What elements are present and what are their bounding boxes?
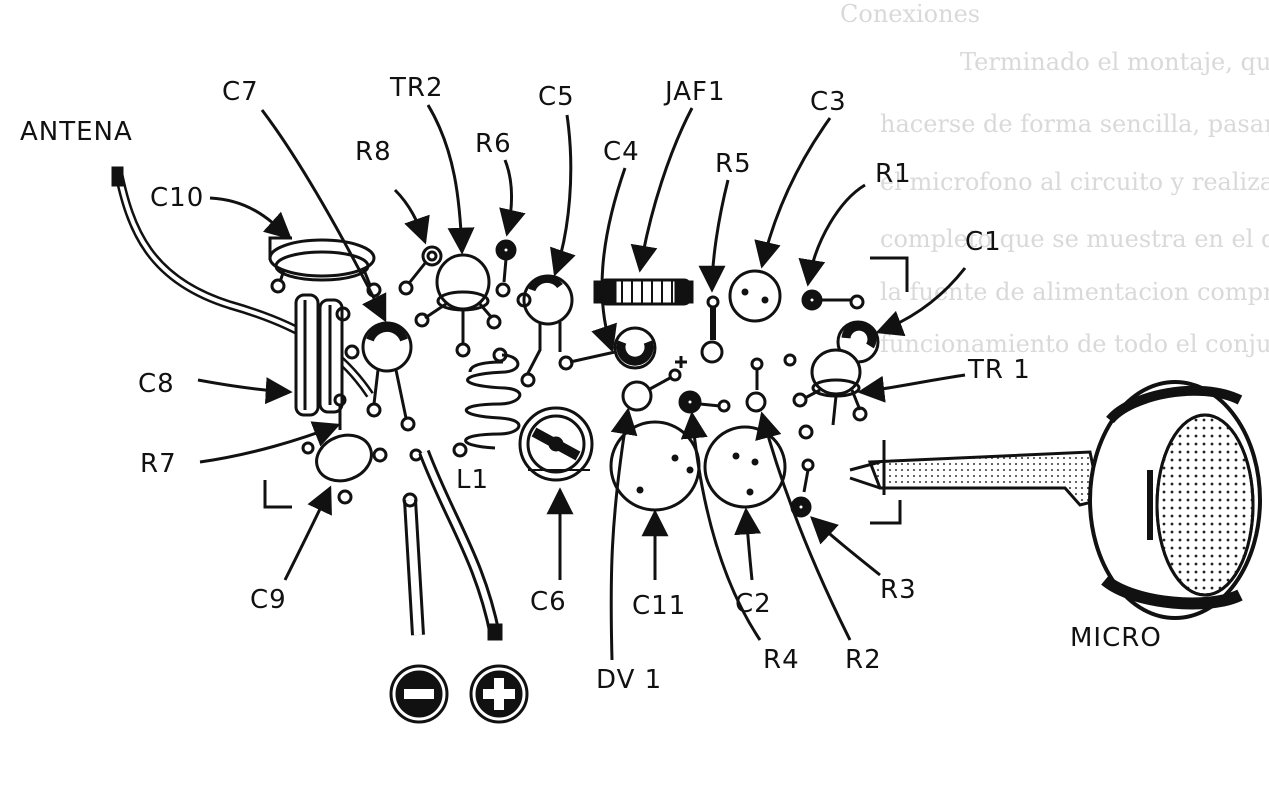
r2-resistor — [745, 357, 767, 413]
leader-lines — [197, 104, 967, 661]
label-r1: R1 — [875, 159, 912, 189]
c10-capacitor — [268, 238, 382, 298]
antenna-tip — [111, 166, 124, 187]
positive-lead — [418, 449, 503, 641]
label-r4: R4 — [763, 645, 800, 675]
background-bleed-text: Conexiones Terminado el montaje, que en … — [840, 0, 1269, 358]
bg-line-5: la fuente de alimentacion comprobando el… — [880, 278, 1269, 306]
leader-tr2 — [426, 104, 475, 255]
leader-r5 — [698, 179, 730, 293]
leader-c9 — [283, 485, 332, 581]
leader-c4 — [591, 167, 627, 353]
leader-dv1 — [609, 407, 638, 661]
r3-resistor — [790, 458, 815, 518]
component-labels: ANTENA C10 C7 R8 TR2 R6 C5 C4 JAF1 R5 C3… — [20, 73, 1162, 695]
bg-line-4: completo que se muestra en el dibujo y c… — [880, 225, 1269, 253]
leader-jaf1 — [630, 107, 694, 273]
leader-r2 — [755, 411, 852, 641]
r1-resistor — [801, 289, 865, 311]
leader-r7 — [199, 421, 341, 464]
c5-capacitor — [516, 274, 574, 388]
tr1-transistor — [783, 348, 868, 440]
label-r7: R7 — [140, 449, 177, 479]
leader-r6 — [499, 159, 526, 237]
leader-r8 — [393, 188, 430, 245]
label-r5: R5 — [715, 149, 752, 179]
bg-line-1: Terminado el montaje, que en dos palabra… — [960, 48, 1269, 76]
c7-capacitor — [361, 321, 416, 432]
label-c5: C5 — [538, 82, 575, 112]
c8-capacitor — [294, 293, 360, 417]
positive-terminal-icon — [469, 664, 529, 724]
label-c9: C9 — [250, 585, 287, 615]
label-r6: R6 — [475, 129, 512, 159]
label-r2: R2 — [845, 645, 882, 675]
leader-c3 — [754, 117, 832, 269]
label-r3: R3 — [880, 575, 917, 605]
leader-r3 — [810, 516, 881, 577]
c4-capacitor — [558, 326, 657, 371]
r4-resistor — [678, 390, 731, 414]
r8-resistor — [398, 245, 443, 296]
board-corner-br — [870, 500, 902, 525]
label-antena: ANTENA — [20, 117, 133, 147]
label-r8: R8 — [355, 137, 392, 167]
leader-c7 — [260, 109, 387, 323]
bg-line-6: funcionamiento de todo el conjunto, etc.… — [880, 330, 1269, 358]
label-dv1: DV 1 — [596, 665, 662, 695]
circuit-board — [111, 166, 1262, 724]
label-c8: C8 — [138, 369, 175, 399]
c6-trimmer-capacitor — [518, 406, 594, 482]
label-tr1: TR 1 — [967, 355, 1031, 385]
label-l1: L1 — [456, 465, 489, 495]
label-c10: C10 — [150, 183, 204, 213]
leader-c1 — [875, 267, 967, 337]
label-tr2: TR2 — [389, 73, 444, 103]
leader-c5 — [550, 114, 576, 277]
label-c4: C4 — [603, 137, 640, 167]
label-micro: MICRO — [1070, 623, 1162, 653]
leader-r1 — [798, 183, 866, 287]
bg-line-2: hacerse de forma sencilla, pasamos a con… — [880, 110, 1269, 138]
leader-c8 — [197, 377, 293, 405]
jaf1-choke — [593, 278, 694, 306]
c2-capacitor — [703, 425, 787, 509]
c9-capacitor — [301, 433, 388, 505]
tr2-transistor — [414, 253, 502, 358]
microphone — [849, 380, 1262, 620]
label-c11: C11 — [632, 591, 686, 621]
label-c2: C2 — [735, 589, 772, 619]
leader-r4 — [680, 411, 762, 641]
l1-coil — [452, 347, 522, 458]
leader-c2 — [734, 507, 762, 581]
negative-lead — [402, 492, 425, 636]
label-c1: C1 — [965, 227, 1002, 257]
bg-line-3: el microfono al circuito y realizar el m… — [880, 168, 1269, 196]
label-jaf1: JAF1 — [663, 77, 726, 107]
r6-resistor — [495, 239, 517, 298]
leader-tr1 — [857, 373, 966, 403]
board-corner-bl — [263, 480, 292, 509]
negative-terminal-icon — [389, 664, 449, 724]
c3-capacitor — [728, 269, 782, 323]
r5-resistor — [700, 295, 724, 364]
label-c7: C7 — [222, 77, 259, 107]
label-c3: C3 — [810, 87, 847, 117]
label-c6: C6 — [530, 587, 567, 617]
board-corner-tr — [870, 256, 909, 292]
bg-line-0: Conexiones — [840, 0, 980, 28]
leader-c10 — [209, 196, 293, 240]
